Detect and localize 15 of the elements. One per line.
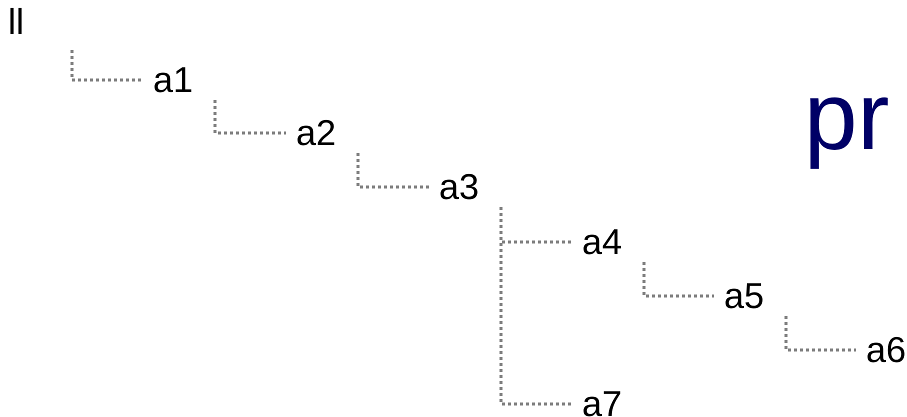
tree-item-label: a3 <box>439 167 480 207</box>
tree-item-label: a2 <box>296 113 336 153</box>
partial-heading: pr <box>804 62 890 172</box>
tree-item-label: a6 <box>866 330 906 370</box>
tree-connector <box>70 50 143 82</box>
tree-connector <box>500 207 572 406</box>
partial-text: ll <box>8 2 24 42</box>
tree-item-label: a7 <box>582 384 622 417</box>
tree-connector <box>214 100 286 134</box>
tree-connector <box>784 316 856 352</box>
tree-item-label: a5 <box>724 276 764 316</box>
tree-item-label: a1 <box>153 60 194 100</box>
tree-connector <box>642 262 714 298</box>
tree-connector <box>356 153 429 188</box>
tree-item-label: a4 <box>582 222 622 262</box>
